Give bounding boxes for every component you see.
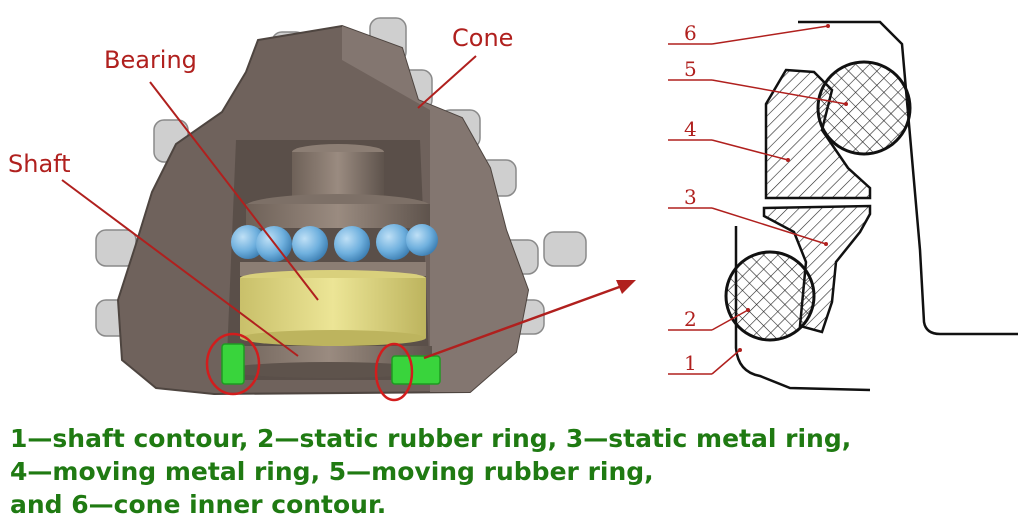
figure-caption: 1—shaft contour, 2—static rubber ring, 3… — [10, 422, 1014, 521]
static-metal-ring — [762, 204, 872, 334]
cutaway-model — [95, 17, 587, 402]
label-shaft: Shaft — [8, 150, 71, 178]
label-bearing: Bearing — [104, 46, 197, 74]
part-number-2: 2 — [684, 307, 697, 331]
ball-bearings — [231, 224, 438, 262]
static-rubber-ring — [724, 250, 816, 342]
cone-inner-contour — [798, 20, 1018, 336]
part-number-1: 1 — [684, 351, 697, 375]
sealing-structure-figure: Cone Bearing Shaft — [8, 17, 1018, 402]
caption-line-3: and 6—cone inner contour. — [10, 490, 387, 519]
shaft-journal — [246, 144, 430, 228]
part-number-4: 4 — [684, 117, 697, 141]
right-part-markers — [738, 24, 848, 352]
seal-cross-section — [724, 20, 1018, 392]
part-number-5: 5 — [684, 57, 697, 81]
part-number-3: 3 — [684, 185, 697, 209]
moving-rubber-ring — [816, 60, 912, 156]
caption-line-2: 4—moving metal ring, 5—moving rubber rin… — [10, 457, 654, 486]
bearing-sleeve — [240, 262, 426, 346]
seal-rings — [221, 343, 441, 385]
caption-line-1: 1—shaft contour, 2—static rubber ring, 3… — [10, 424, 852, 453]
right-leader-lines — [668, 25, 847, 375]
moving-metal-ring — [764, 68, 872, 200]
label-cone: Cone — [452, 24, 513, 52]
part-number-6: 6 — [684, 21, 697, 45]
shaft-contour — [734, 226, 871, 392]
seal-highlight-circles — [205, 332, 414, 402]
detail-arrow — [423, 280, 636, 360]
left-leader-lines — [61, 55, 477, 357]
